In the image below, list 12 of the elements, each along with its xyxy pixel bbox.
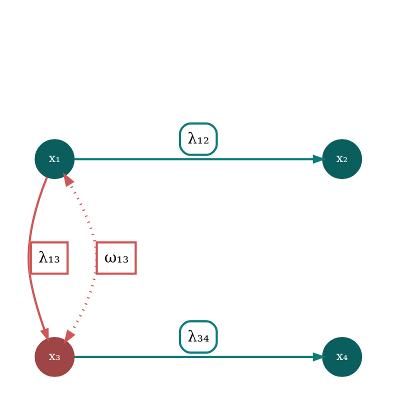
arrow xyxy=(62,172,98,344)
edge-label: λ₁₂ xyxy=(187,130,209,148)
node-circle: x₂ xyxy=(322,139,362,180)
arrow xyxy=(27,176,48,342)
edge-label: λ₁₃ xyxy=(38,248,60,267)
edge-label: λ₃₄ xyxy=(187,327,209,346)
node-circle: x₄ xyxy=(322,336,362,377)
node-circle: x₃ xyxy=(34,336,74,377)
arrow xyxy=(74,352,326,362)
arrow xyxy=(74,154,326,164)
node-circle: x₁ xyxy=(34,139,74,180)
edge-label: ω₁₃ xyxy=(104,248,128,267)
